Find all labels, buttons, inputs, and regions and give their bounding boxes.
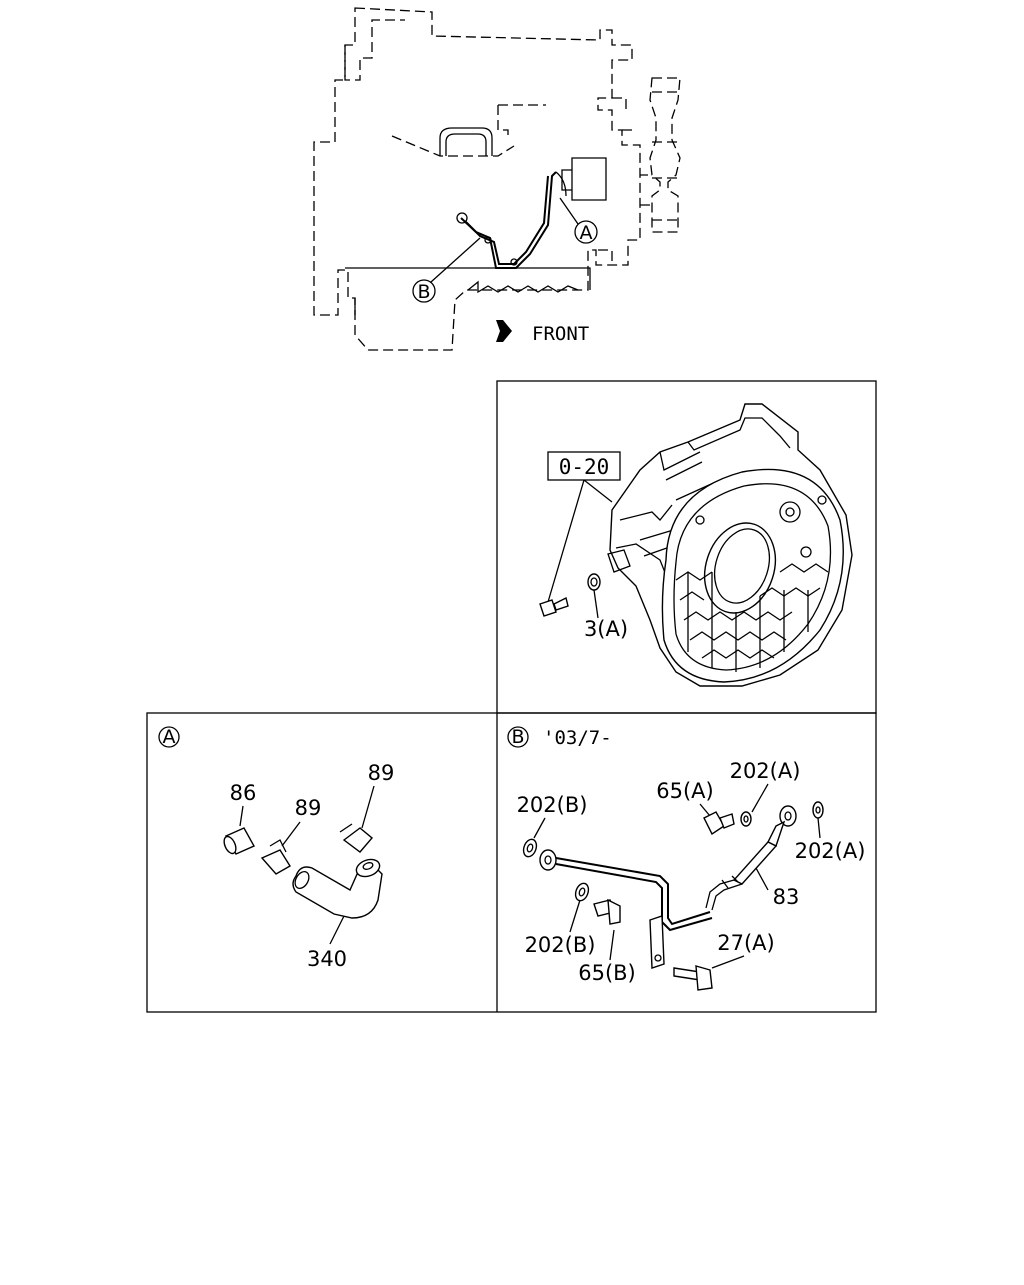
engine-overview: A B FRONT bbox=[313, 7, 681, 351]
part-83-label: 83 bbox=[773, 885, 800, 909]
part-202b-top-label: 202(B) bbox=[517, 793, 588, 817]
bolt-27a bbox=[673, 965, 713, 991]
detail-panel-b: B '03/7- 202(B) 65(A) 202(A) 202(A) 83 2… bbox=[507, 726, 866, 991]
bolt-65a bbox=[703, 811, 735, 836]
washer-202b-bottom bbox=[574, 882, 590, 902]
part-86-label: 86 bbox=[230, 781, 257, 805]
fitting-86 bbox=[223, 827, 255, 855]
panel-a-badge-circle bbox=[158, 726, 180, 748]
flywheel-housing-panel: 0-20 3(A) bbox=[539, 403, 853, 687]
banjo-fitting bbox=[539, 849, 557, 871]
washer-202b-top bbox=[522, 838, 538, 858]
eye-fitting bbox=[767, 805, 797, 847]
panel-b-badge: B bbox=[511, 726, 524, 748]
washer-202a-top bbox=[740, 811, 752, 827]
clamp-89-right bbox=[339, 823, 373, 853]
callout-a-circle bbox=[574, 220, 598, 244]
part-89-left-label: 89 bbox=[295, 796, 322, 820]
part-27a-label: 27(A) bbox=[717, 931, 774, 955]
part-65b-label: 65(B) bbox=[578, 961, 636, 985]
front-label: FRONT bbox=[532, 323, 589, 345]
gasket-washer bbox=[587, 573, 601, 591]
clamp-89-left bbox=[260, 839, 291, 875]
callout-b-circle bbox=[412, 279, 436, 303]
part-3a-label: 3(A) bbox=[584, 617, 628, 641]
panel-b-date: '03/7- bbox=[543, 727, 612, 749]
part-340-label: 340 bbox=[307, 947, 347, 971]
detail-panels-frame bbox=[146, 712, 877, 1013]
panel-b-badge-circle bbox=[507, 726, 529, 748]
washer-202a-right bbox=[812, 801, 824, 819]
part-202a-right-label: 202(A) bbox=[795, 839, 866, 863]
pipe-bracket bbox=[649, 915, 665, 969]
detail-panel-a: A 86 89 89 340 bbox=[158, 726, 395, 971]
ref-box-label: 0-20 bbox=[559, 455, 610, 479]
callout-a-label: A bbox=[580, 222, 593, 244]
callout-b-label: B bbox=[417, 281, 430, 303]
drain-bolt bbox=[539, 596, 569, 617]
bolt-65b bbox=[593, 898, 621, 925]
hose-83 bbox=[732, 841, 778, 885]
part-65a-label: 65(A) bbox=[656, 779, 713, 803]
part-202a-top-label: 202(A) bbox=[730, 759, 801, 783]
front-arrow-icon bbox=[496, 320, 512, 342]
part-202b-bottom-label: 202(B) bbox=[525, 933, 596, 957]
panel-a-badge: A bbox=[163, 726, 176, 748]
part-89-right-label: 89 bbox=[368, 761, 395, 785]
hose-340 bbox=[292, 858, 383, 919]
panel-frames bbox=[146, 380, 877, 1013]
